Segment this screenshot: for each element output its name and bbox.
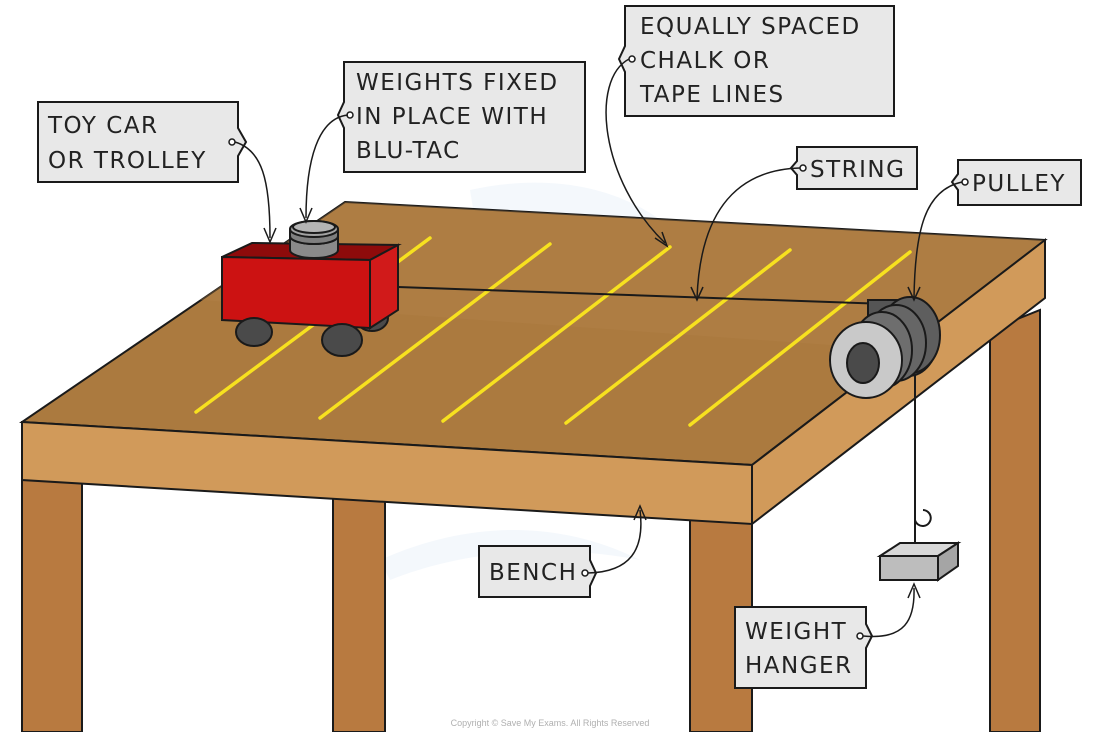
label-tape-lines-line-3: TAPE LINES: [639, 82, 785, 108]
label-toy-car: TOY CAR OR TROLLEY: [37, 101, 277, 244]
label-weights-line-1: WEIGHTS FIXED: [356, 70, 559, 96]
label-toy-car-line-2: OR TROLLEY: [48, 148, 207, 174]
label-tape-lines-line-2: CHALK OR: [640, 48, 770, 74]
tape-line: [441, 245, 672, 423]
label-string: STRING: [690, 146, 918, 302]
copyright-notice: Copyright © Save My Exams. All Rights Re…: [451, 718, 650, 728]
label-tape-lines-arrow: [605, 58, 666, 244]
label-weight-hanger-line-1: WEIGHT: [745, 619, 847, 645]
weight-hanger: [876, 508, 962, 582]
pulley: [829, 296, 941, 399]
label-tape-lines: EQUALLY SPACED CHALK OR TAPE LINES: [605, 5, 895, 248]
label-bench-arrow: [587, 509, 642, 574]
label-toy-car-arrow: [234, 141, 271, 239]
label-tape-lines-line-1: EQUALLY SPACED: [640, 14, 861, 40]
wheel: [235, 317, 273, 347]
label-pulley-text: PULLEY: [972, 171, 1066, 197]
toy-car: [221, 241, 402, 357]
label-pulley-arrow: [913, 181, 963, 299]
label-pulley: PULLEY: [907, 159, 1082, 302]
label-string-text: STRING: [810, 157, 905, 183]
label-weights-line-2: IN PLACE WITH: [356, 104, 548, 130]
tape-line: [564, 248, 792, 425]
label-weight-hanger-arrow: [862, 587, 915, 638]
label-string-arrow: [696, 167, 801, 299]
label-weights-line-3: BLU-TAC: [356, 138, 461, 164]
tape-line: [688, 250, 912, 427]
label-weight-hanger-line-2: HANGER: [745, 653, 853, 679]
label-bench-text: BENCH: [489, 560, 577, 586]
label-weights: WEIGHTS FIXED IN PLACE WITH BLU-TAC: [299, 61, 586, 224]
weights-stack: [289, 220, 339, 259]
bench-leg-back-right: [989, 308, 1041, 733]
bench-leg-back-left: [332, 494, 386, 733]
bench-leg-front-left: [21, 469, 83, 733]
wheel: [321, 323, 363, 357]
label-bench: BENCH: [478, 504, 647, 598]
string: [397, 286, 916, 306]
label-toy-car-line-1: TOY CAR: [47, 113, 159, 139]
bench: [19, 200, 1048, 733]
label-weights-arrow: [305, 114, 349, 219]
label-weight-hanger: WEIGHT HANGER: [734, 582, 921, 689]
tape-line: [318, 242, 552, 420]
